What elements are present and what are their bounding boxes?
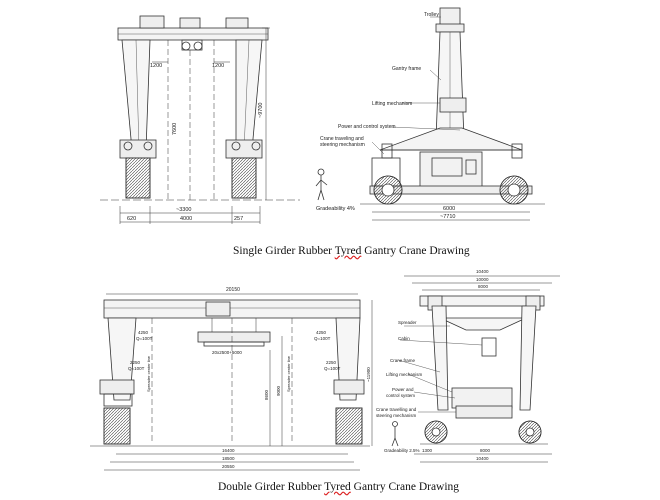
label-gradeability: Gradeability 4% <box>316 206 355 212</box>
dim-top-20150: 20150 <box>226 287 240 293</box>
single-girder-side-labels: Trolley Gantry frame Lifting mechanism P… <box>316 12 455 220</box>
dim-1200-left: 1200 <box>150 63 162 69</box>
dim-1200-right: 1200 <box>212 63 224 69</box>
label-lifting-mechanism: Lifting mechanism <box>372 101 412 107</box>
double-girder-front-view <box>90 293 373 471</box>
dim-wheelbase: 6000 <box>443 206 455 212</box>
label-gradeability-2: Gradeability 2.5% <box>384 448 420 453</box>
label-power-and: Power and <box>392 387 414 392</box>
label-trolley: Trolley <box>424 12 439 18</box>
dim-overall: ~7710 <box>440 214 455 220</box>
left-low-b: Q=100T <box>128 366 145 371</box>
side-bottom-c: 10400 <box>476 456 489 461</box>
caption-single-tyred: Tyred <box>334 245 362 257</box>
label-travel-steer-2: steering mechanism <box>320 142 365 148</box>
side-top-c: 8000 <box>478 284 489 289</box>
single-girder-side-view <box>315 7 545 221</box>
dim-18500: 18500 <box>222 456 235 461</box>
caption-single-post: Gantry Crane Drawing <box>361 245 470 257</box>
left-hook-b: Q=100T <box>136 336 153 341</box>
label-crane-frame: Crane frame <box>390 358 416 363</box>
dim-bottom-right: 257 <box>234 216 243 222</box>
double-girder-side-labels: 10400 10000 8000 Spreader Cabin Crane fr… <box>376 269 491 461</box>
label-lifting-mech: Lifting mechanism <box>386 372 423 377</box>
caption-single-girder: Single Girder Rubber Tyred Gantry Crane … <box>233 245 470 257</box>
label-spreader: Spreader <box>398 320 417 325</box>
dim-height-7600: 7600 <box>172 123 178 135</box>
label-control-system: control system <box>386 393 415 398</box>
dim-20550: 20550 <box>222 464 235 469</box>
right-low-b: Q=100T <box>324 366 341 371</box>
height-total: ~11900 <box>366 367 371 382</box>
double-girder-front-labels: 20150 4250 Q=100T 4250 Q=100T 2250 Q=100… <box>128 287 371 469</box>
label-steering-mech: steering mechanism <box>376 413 417 418</box>
label-cabin: Cabin <box>398 336 410 341</box>
right-hook-a: 4250 <box>316 330 327 335</box>
side-bottom-a: 1300 <box>422 448 433 453</box>
caption-double-tyred: Tyred <box>324 481 351 493</box>
spreader-dim: 20x2500+5000 <box>212 350 242 355</box>
center-line-left: Spreader center line <box>146 355 151 392</box>
caption-double-pre: Double Girder Rubber <box>218 481 325 493</box>
side-top-b: 10000 <box>476 277 489 282</box>
left-hook-a: 4250 <box>138 330 149 335</box>
dim-16400: 16400 <box>222 448 235 453</box>
center-line-right: Spreader center line <box>286 355 291 392</box>
double-girder-side-view <box>391 275 560 463</box>
dim-bottom-mid: 4000 <box>180 216 192 222</box>
single-girder-front-view <box>100 15 300 224</box>
dim-bottom-left: 620 <box>127 216 136 222</box>
right-hook-b: Q=100T <box>314 336 331 341</box>
height-8600: 8600 <box>264 389 269 400</box>
label-travel-steer-1: Crane traveling and <box>320 136 364 142</box>
right-low-a: 2250 <box>326 360 337 365</box>
dim-track-width: ~3300 <box>176 207 191 213</box>
label-power-control: Power and control system <box>338 124 396 130</box>
caption-double-post: Gantry Crane Drawing <box>350 481 460 493</box>
label-gantry-frame: Gantry frame <box>392 66 421 72</box>
left-low-a: 2250 <box>130 360 141 365</box>
single-girder-front-labels: 1200 1200 7600 ~9700 620 4000 257 ~3300 <box>127 63 264 222</box>
caption-single-pre: Single Girder Rubber <box>233 245 335 257</box>
side-bottom-b: 8000 <box>480 448 491 453</box>
caption-double-girder: Double Girder Rubber Tyred Gantry Crane … <box>218 481 459 493</box>
label-crane-travelling: Crane travelling and <box>376 407 417 412</box>
side-top-a: 10400 <box>476 269 489 274</box>
dim-height-total: ~9700 <box>258 103 264 118</box>
height-9000: 9000 <box>276 385 281 396</box>
